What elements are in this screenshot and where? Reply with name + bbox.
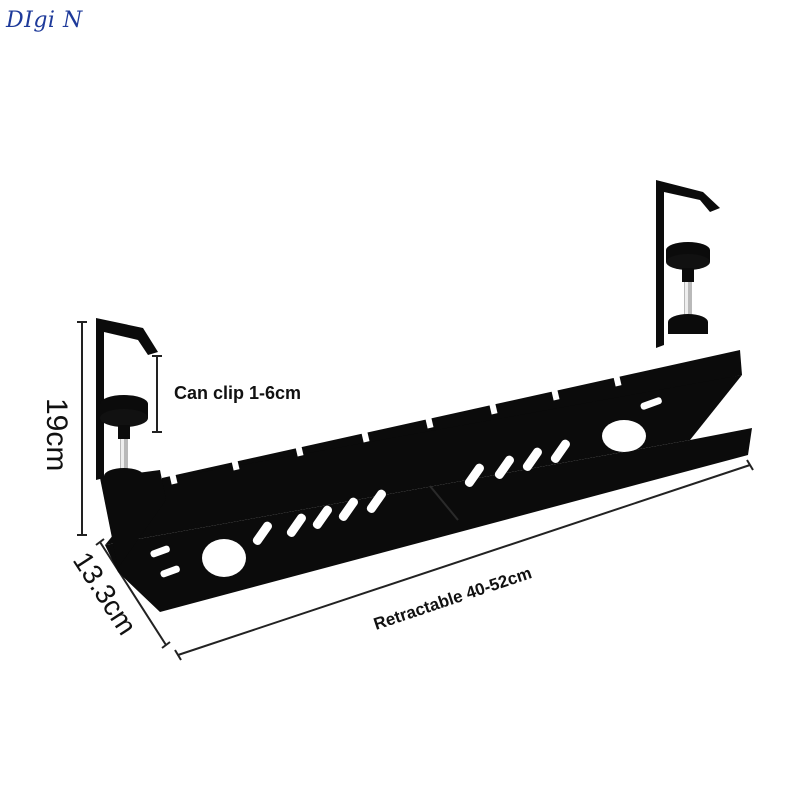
depth-dimension-line	[95, 538, 171, 649]
length-dimension-line	[174, 459, 754, 661]
right-clamp	[666, 242, 710, 334]
back-wall-notches	[168, 371, 622, 485]
height-dimension-line	[77, 321, 87, 536]
height-label: 19cm	[40, 398, 73, 471]
clip-range-label: Can clip 1-6cm	[174, 383, 301, 403]
tray-floor-cutouts	[150, 397, 662, 578]
tray-sliding-seam	[429, 485, 459, 521]
left-clamp	[100, 395, 148, 488]
brand-watermark: DIgi N	[6, 8, 83, 33]
cable-tray	[96, 180, 752, 612]
length-label: Retractable 40-52cm	[371, 563, 534, 633]
clip-range-indicator	[152, 355, 162, 433]
